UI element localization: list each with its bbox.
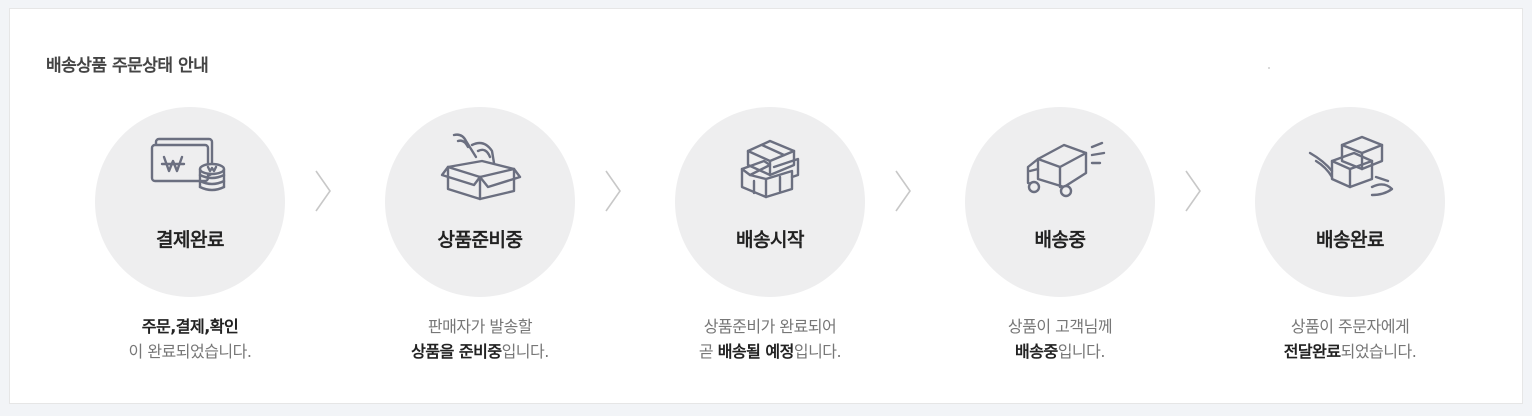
desc-line-1: 판매자가 발송할 <box>360 314 600 339</box>
desc-text: 되었습니다. <box>1340 342 1417 361</box>
desc-text: 입니다. <box>1057 342 1106 361</box>
packed-boxes-icon <box>722 131 818 203</box>
desc-text-bold: 배송될 예정 <box>717 342 795 361</box>
step-delivery-complete: 배송완료 상품이 주문자에게 전달완료되었습니다. <box>1230 107 1470 387</box>
desc-text-bold: 전달완료 <box>1283 342 1341 361</box>
desc-line-2: 곧 배송될 예정입니다. <box>650 339 890 364</box>
chevron-right-icon <box>1184 169 1202 213</box>
step-payment-complete: 결제완료 주문,결제,확인 이 완료되었습니다. <box>70 107 310 387</box>
step-in-delivery: 배송중 상품이 고객님께 배송중입니다. <box>940 107 1180 387</box>
desc-text: 이 완료되었습니다. <box>128 342 252 361</box>
decorative-dot <box>1268 67 1270 69</box>
step-preparing-product: 상품준비중 판매자가 발송할 상품을 준비중입니다. <box>360 107 600 387</box>
step-shipping-started: 배송시작 상품준비가 완료되어 곧 배송될 예정입니다. <box>650 107 890 387</box>
step-description: 판매자가 발송할 상품을 준비중입니다. <box>360 314 600 364</box>
desc-text-bold: 주문,결제,확인 <box>141 317 239 336</box>
step-label: 배송완료 <box>1316 229 1384 251</box>
delivery-truck-icon <box>1012 131 1108 203</box>
desc-line-1: 상품이 주문자에게 <box>1230 314 1470 339</box>
step-label: 상품준비중 <box>437 229 523 251</box>
step-description: 주문,결제,확인 이 완료되었습니다. <box>70 314 310 364</box>
chevron-right-icon <box>314 169 332 213</box>
step-description: 상품이 주문자에게 전달완료되었습니다. <box>1230 314 1470 364</box>
step-circle: 배송중 <box>965 107 1155 297</box>
step-circle: 배송완료 <box>1255 107 1445 297</box>
desc-text: 상품이 주문자에게 <box>1290 317 1410 336</box>
desc-text: 곧 <box>698 342 718 361</box>
box-handoff-icon <box>1302 131 1398 203</box>
desc-text-bold: 상품을 준비중 <box>411 342 502 361</box>
step-circle: 배송시작 <box>675 107 865 297</box>
step-description: 상품준비가 완료되어 곧 배송될 예정입니다. <box>650 314 890 364</box>
step-description: 상품이 고객님께 배송중입니다. <box>940 314 1180 364</box>
desc-text-bold: 배송중 <box>1015 342 1058 361</box>
desc-text: 상품준비가 완료되어 <box>703 317 837 336</box>
product-box-preparing-icon <box>432 131 528 203</box>
desc-line-2: 상품을 준비중입니다. <box>360 339 600 364</box>
desc-text: 판매자가 발송할 <box>427 317 533 336</box>
desc-line-1: 상품준비가 완료되어 <box>650 314 890 339</box>
step-label: 배송시작 <box>736 229 804 251</box>
chevron-right-icon <box>894 169 912 213</box>
step-label: 결제완료 <box>156 229 224 251</box>
step-label: 배송중 <box>1034 229 1086 251</box>
desc-line-1: 상품이 고객님께 <box>940 314 1180 339</box>
desc-line-2: 전달완료되었습니다. <box>1230 339 1470 364</box>
desc-text: 입니다. <box>793 342 842 361</box>
section-title: 배송상품 주문상태 안내 <box>46 56 209 76</box>
step-circle: 상품준비중 <box>385 107 575 297</box>
desc-line-1: 주문,결제,확인 <box>70 314 310 339</box>
desc-line-2: 이 완료되었습니다. <box>70 339 310 364</box>
chevron-right-icon <box>604 169 622 213</box>
step-circle: 결제완료 <box>95 107 285 297</box>
payment-card-coins-icon <box>142 131 238 203</box>
desc-text: 상품이 고객님께 <box>1007 317 1113 336</box>
order-status-guide-panel: 배송상품 주문상태 안내 결제완료 주문,결제,확인 이 완료되었습니다. <box>9 8 1523 404</box>
desc-text: 입니다. <box>501 342 550 361</box>
desc-line-2: 배송중입니다. <box>940 339 1180 364</box>
